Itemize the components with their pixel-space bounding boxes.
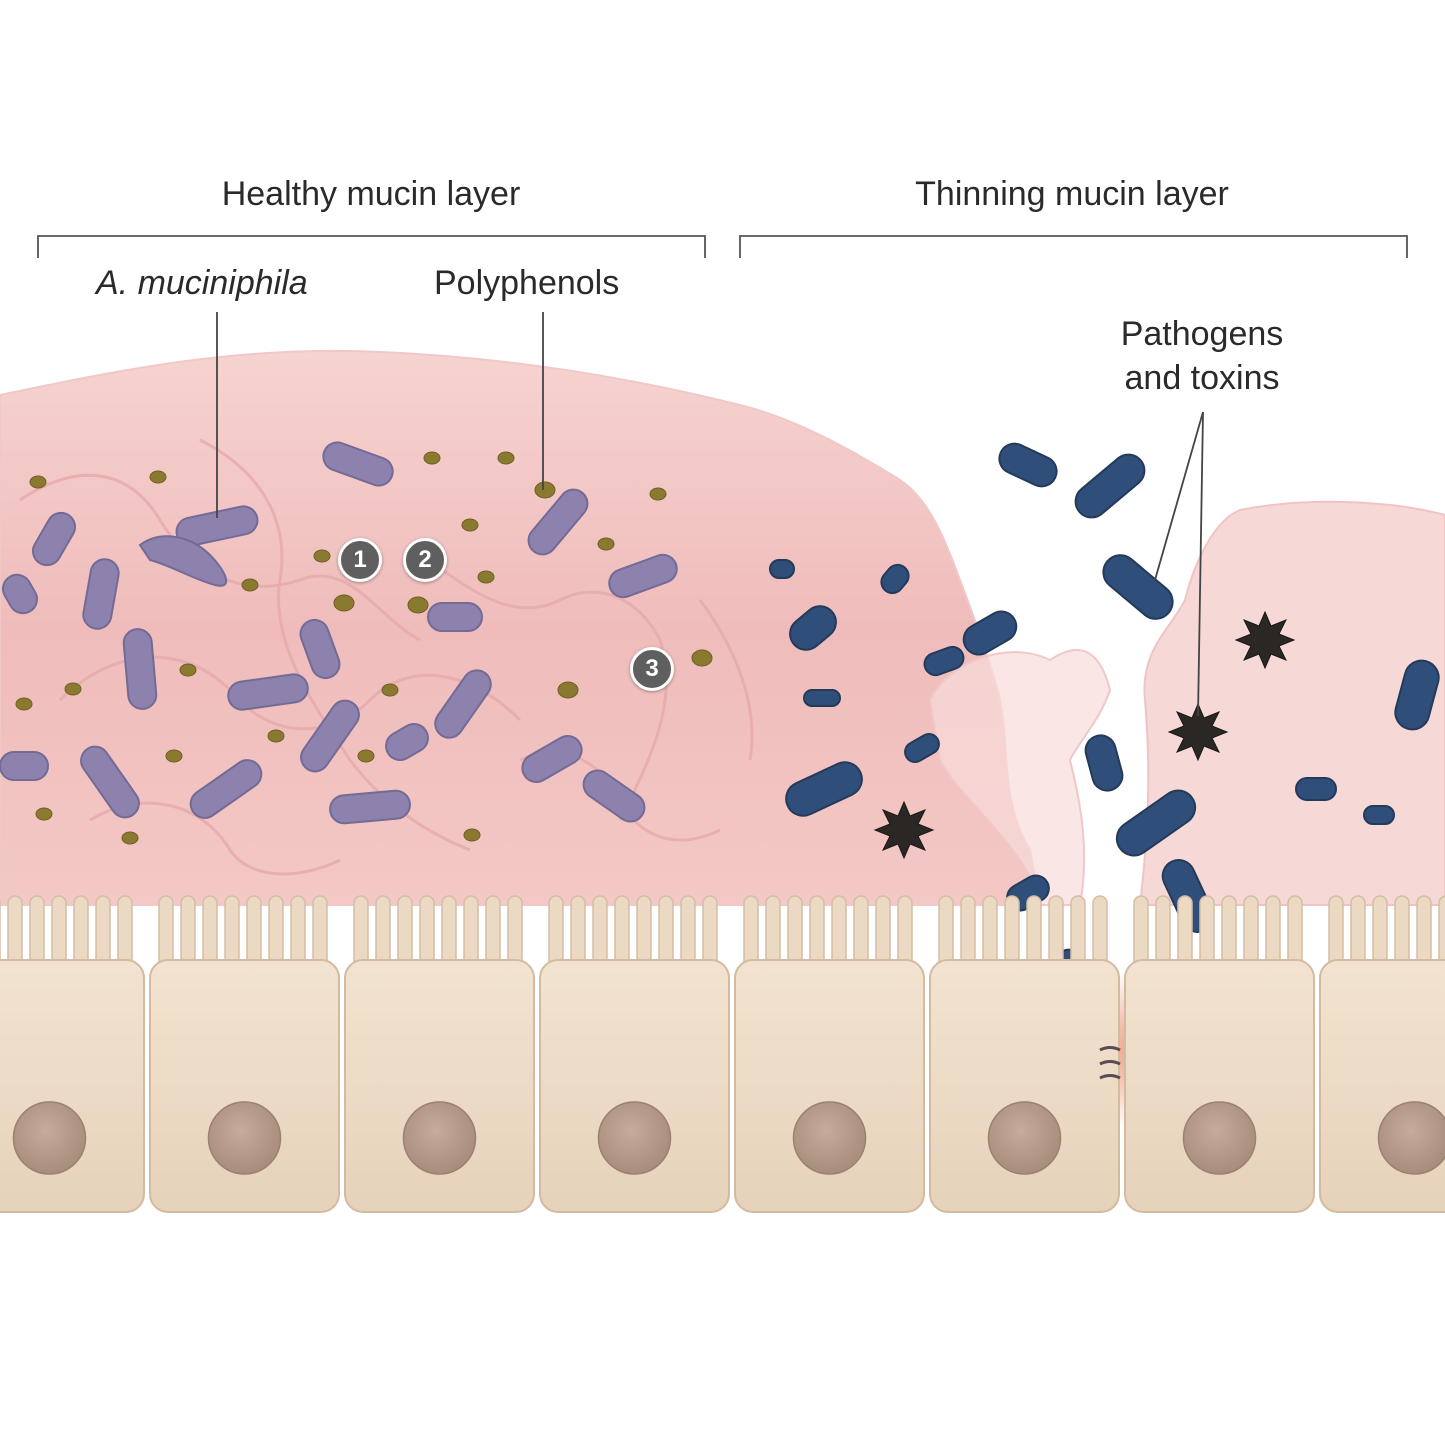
- healthy-section-title: Healthy mucin layer: [221, 175, 521, 213]
- epithelial-cell: [0, 895, 145, 1213]
- thinning-mucin-fragment: [1138, 500, 1445, 906]
- epithelial-cell: [344, 895, 535, 1213]
- thinning-bracket: [739, 235, 1408, 258]
- commensal-bacteria: [0, 441, 678, 825]
- step-marker-2: 2: [403, 538, 447, 582]
- cell-nucleus: [207, 1101, 282, 1175]
- cell-nucleus: [987, 1101, 1062, 1175]
- epithelial-cell: [929, 895, 1120, 1213]
- tight-junction-gap: [1099, 1046, 1121, 1080]
- healthy-bracket: [37, 235, 706, 258]
- epithelial-cell: [1319, 895, 1445, 1213]
- epithelial-cells: [0, 895, 1445, 1213]
- cell-nucleus: [1182, 1101, 1257, 1175]
- thinning-mucin-fragment-2: [928, 649, 1112, 906]
- pathogens-leader-2: [1197, 411, 1204, 717]
- cell-nucleus: [597, 1101, 672, 1175]
- step-marker-3: 3: [630, 647, 674, 691]
- epithelial-cell: [539, 895, 730, 1213]
- epithelial-cell: [149, 895, 340, 1213]
- epithelial-cell: [734, 895, 925, 1213]
- polyphenol-particles: [15, 451, 713, 845]
- cell-nucleus: [792, 1101, 867, 1175]
- thinning-section-title: Thinning mucin layer: [915, 175, 1229, 213]
- cell-nucleus: [12, 1101, 87, 1175]
- pathogens-label-line1: Pathogens: [1120, 315, 1284, 353]
- step-marker-1: 1: [338, 538, 382, 582]
- pathogens-label-line2: and toxins: [1124, 359, 1280, 398]
- pathogens-leader-1: [1154, 411, 1204, 581]
- healthy-mucin-layer: [0, 349, 1042, 906]
- epithelial-cell: [1124, 895, 1315, 1213]
- akkermansia-label: A. muciniphila: [96, 264, 308, 302]
- cell-nucleus: [402, 1101, 477, 1175]
- cell-nucleus: [1377, 1101, 1445, 1175]
- polyphenols-label: Polyphenols: [434, 264, 620, 302]
- pathogens-label: Pathogens and toxins: [1121, 312, 1284, 400]
- leader-lines: [216, 312, 1204, 717]
